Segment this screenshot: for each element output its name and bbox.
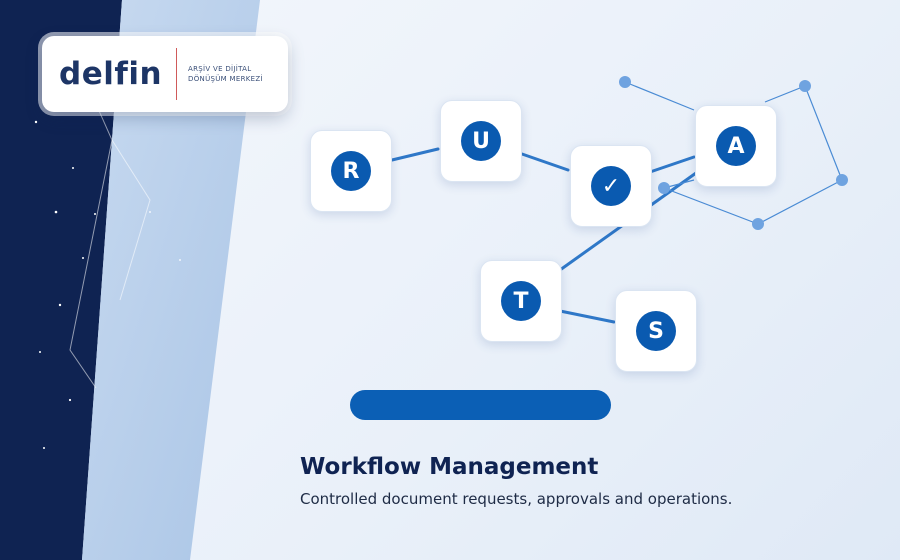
progress-bar bbox=[350, 390, 611, 420]
letter-a-icon: A bbox=[716, 126, 756, 166]
workflow-node-u: U bbox=[440, 100, 522, 182]
logo-divider bbox=[176, 48, 178, 100]
brand-tagline-line1: ARŞİV VE DİJİTAL bbox=[188, 65, 252, 73]
letter-t-icon: T bbox=[501, 281, 541, 321]
workflow-node-s: S bbox=[615, 290, 697, 372]
dark-navy-band bbox=[0, 0, 122, 560]
progress-bar-fill bbox=[350, 390, 611, 420]
check-icon: ✓ bbox=[591, 166, 631, 206]
page-title: Workflow Management bbox=[300, 454, 599, 480]
brand-tagline: ARŞİV VE DİJİTAL DÖNÜŞÜM MERKEZİ bbox=[188, 64, 270, 84]
letter-s-icon: S bbox=[636, 311, 676, 351]
light-blue-band bbox=[82, 0, 260, 560]
brand-logo-card: delfin ARŞİV VE DİJİTAL DÖNÜŞÜM MERKEZİ bbox=[42, 36, 288, 112]
brand-tagline-line2: DÖNÜŞÜM MERKEZİ bbox=[188, 75, 263, 83]
star-dots bbox=[34, 120, 181, 449]
network-graph-dots bbox=[619, 76, 848, 230]
workflow-node-r: R bbox=[310, 130, 392, 212]
workflow-node-a: A bbox=[695, 105, 777, 187]
letter-u-icon: U bbox=[461, 121, 501, 161]
network-lines-left bbox=[69, 94, 151, 389]
workflow-node-check: ✓ bbox=[570, 145, 652, 227]
letter-r-icon: R bbox=[331, 151, 371, 191]
page-subtitle: Controlled document requests, approvals … bbox=[300, 490, 733, 508]
brand-logo: delfin bbox=[59, 56, 163, 92]
workflow-node-t: T bbox=[480, 260, 562, 342]
